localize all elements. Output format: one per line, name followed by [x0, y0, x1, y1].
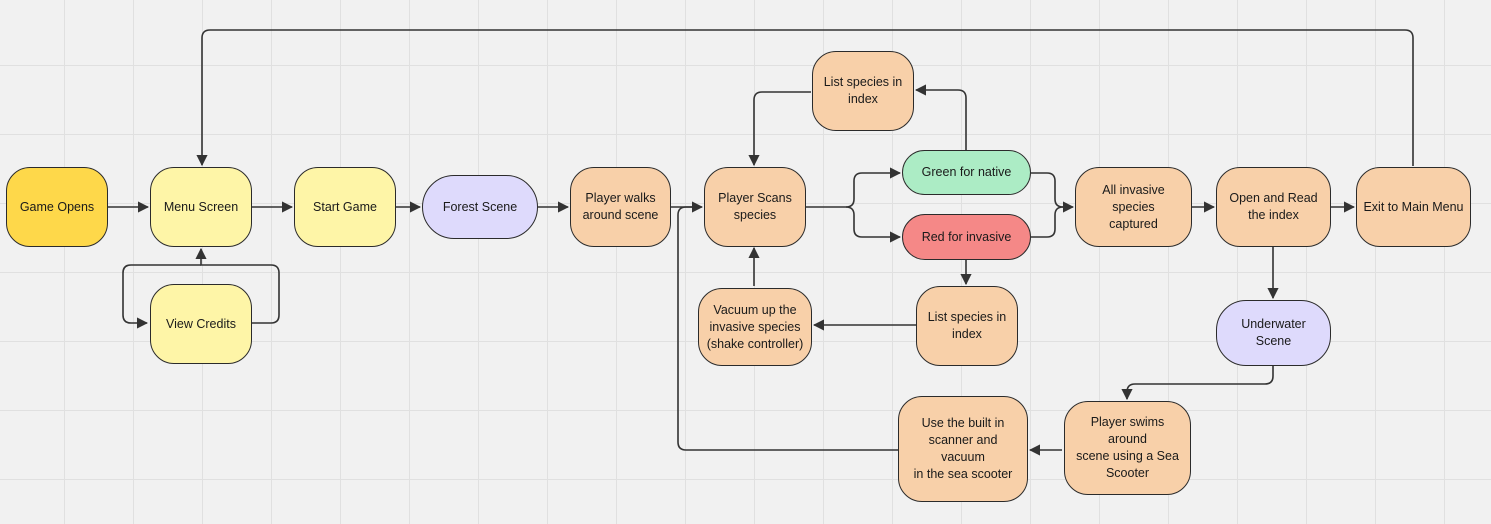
edge-list-top-to-scans — [748, 91, 811, 167]
node-open-read-index[interactable]: Open and Read the index — [1216, 167, 1331, 247]
node-forest-scene[interactable]: Forest Scene — [422, 175, 538, 239]
node-label: Menu Screen — [163, 199, 239, 214]
node-exit-main-menu[interactable]: Exit to Main Menu — [1356, 167, 1471, 247]
node-label: Player walks around scene — [582, 191, 659, 222]
node-label: Open and Read the index — [1229, 191, 1318, 222]
node-label: View Credits — [166, 316, 236, 331]
node-label: List species in index — [823, 75, 903, 106]
node-label: Red for invasive — [921, 229, 1012, 244]
node-label: Player Scans species — [718, 191, 792, 222]
node-player-swims[interactable]: Player swims around scene using a Sea Sc… — [1064, 401, 1191, 495]
node-label: List species in index — [927, 310, 1007, 341]
node-label: Vacuum up the invasive species (shake co… — [706, 302, 804, 351]
node-all-invasive-captured[interactable]: All invasive species captured — [1075, 167, 1192, 247]
node-label: Exit to Main Menu — [1363, 199, 1464, 214]
edge-scans-to-green — [806, 167, 902, 208]
node-start-game[interactable]: Start Game — [294, 167, 396, 247]
node-label: Start Game — [313, 199, 377, 214]
edge-scans-to-red — [845, 206, 902, 243]
node-list-species-bottom[interactable]: List species in index — [916, 286, 1018, 366]
node-use-scanner[interactable]: Use the built in scanner and vacuum in t… — [898, 396, 1028, 502]
node-menu-screen[interactable]: Menu Screen — [150, 167, 252, 247]
node-green-native[interactable]: Green for native — [902, 150, 1031, 195]
node-label: Use the built in scanner and vacuum in t… — [913, 416, 1013, 481]
node-player-scans[interactable]: Player Scans species — [704, 167, 806, 247]
node-label: Forest Scene — [442, 199, 518, 214]
edge-green-to-list-top — [914, 84, 967, 150]
node-label: All invasive species captured — [1102, 182, 1165, 231]
edge-exit-to-menu — [196, 29, 1414, 167]
node-label: Underwater Scene — [1241, 317, 1306, 348]
node-underwater-scene[interactable]: Underwater Scene — [1216, 300, 1331, 366]
node-label: Player swims around scene using a Sea Sc… — [1076, 415, 1179, 480]
node-red-invasive[interactable]: Red for invasive — [902, 214, 1031, 260]
node-label: Green for native — [921, 165, 1012, 179]
edge-underwater-to-swims — [1121, 366, 1274, 401]
node-game-opens[interactable]: Game Opens — [6, 167, 108, 247]
node-view-credits[interactable]: View Credits — [150, 284, 252, 364]
edge-red-to-all — [1031, 206, 1064, 238]
edge-green-to-all — [1031, 172, 1075, 213]
node-label: Game Opens — [19, 199, 95, 214]
node-player-walks[interactable]: Player walks around scene — [570, 167, 671, 247]
node-vacuum-invasive[interactable]: Vacuum up the invasive species (shake co… — [698, 288, 812, 366]
node-list-species-top[interactable]: List species in index — [812, 51, 914, 131]
